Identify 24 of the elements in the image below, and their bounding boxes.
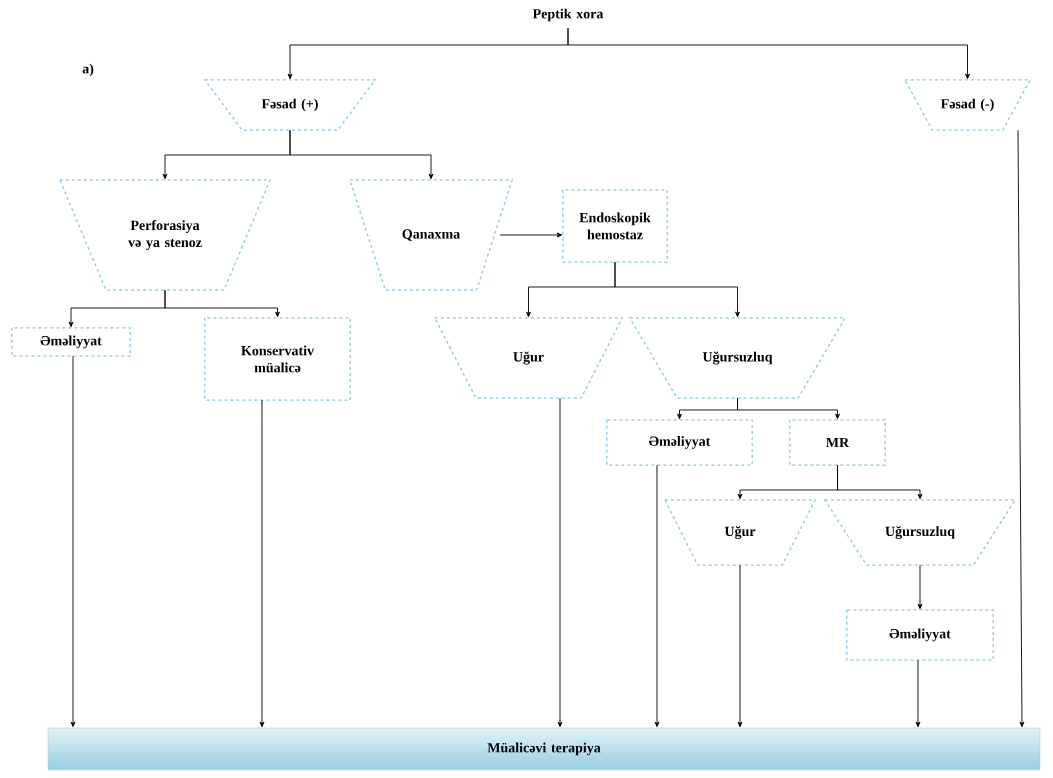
arrow (557, 397, 563, 728)
arrow (289, 129, 434, 180)
arrow (737, 397, 840, 420)
process-box: Əməliyyat (606, 419, 753, 466)
arrow (259, 399, 265, 728)
arrow (837, 464, 923, 500)
process-box: Əməliyyat (846, 609, 994, 661)
title-text: Peptik xora (532, 8, 604, 22)
process-box: Endoskopik hemostaz (562, 189, 668, 263)
process-box: Konservativ müalicə (204, 317, 351, 401)
arrow (567, 27, 970, 80)
panel-letter: a) (82, 63, 94, 77)
arrow (164, 289, 280, 318)
process-box: Əməliyyat (11, 327, 131, 357)
arrow (70, 355, 76, 728)
arrow (1017, 129, 1025, 728)
arrow (737, 564, 743, 728)
arrow (614, 261, 740, 318)
result-band: Müalicəvi terapiya (47, 727, 1041, 771)
arrow (915, 659, 921, 728)
arrow (499, 232, 563, 238)
arrow (654, 464, 660, 728)
process-box: MR (789, 419, 886, 466)
arrow (917, 564, 923, 610)
